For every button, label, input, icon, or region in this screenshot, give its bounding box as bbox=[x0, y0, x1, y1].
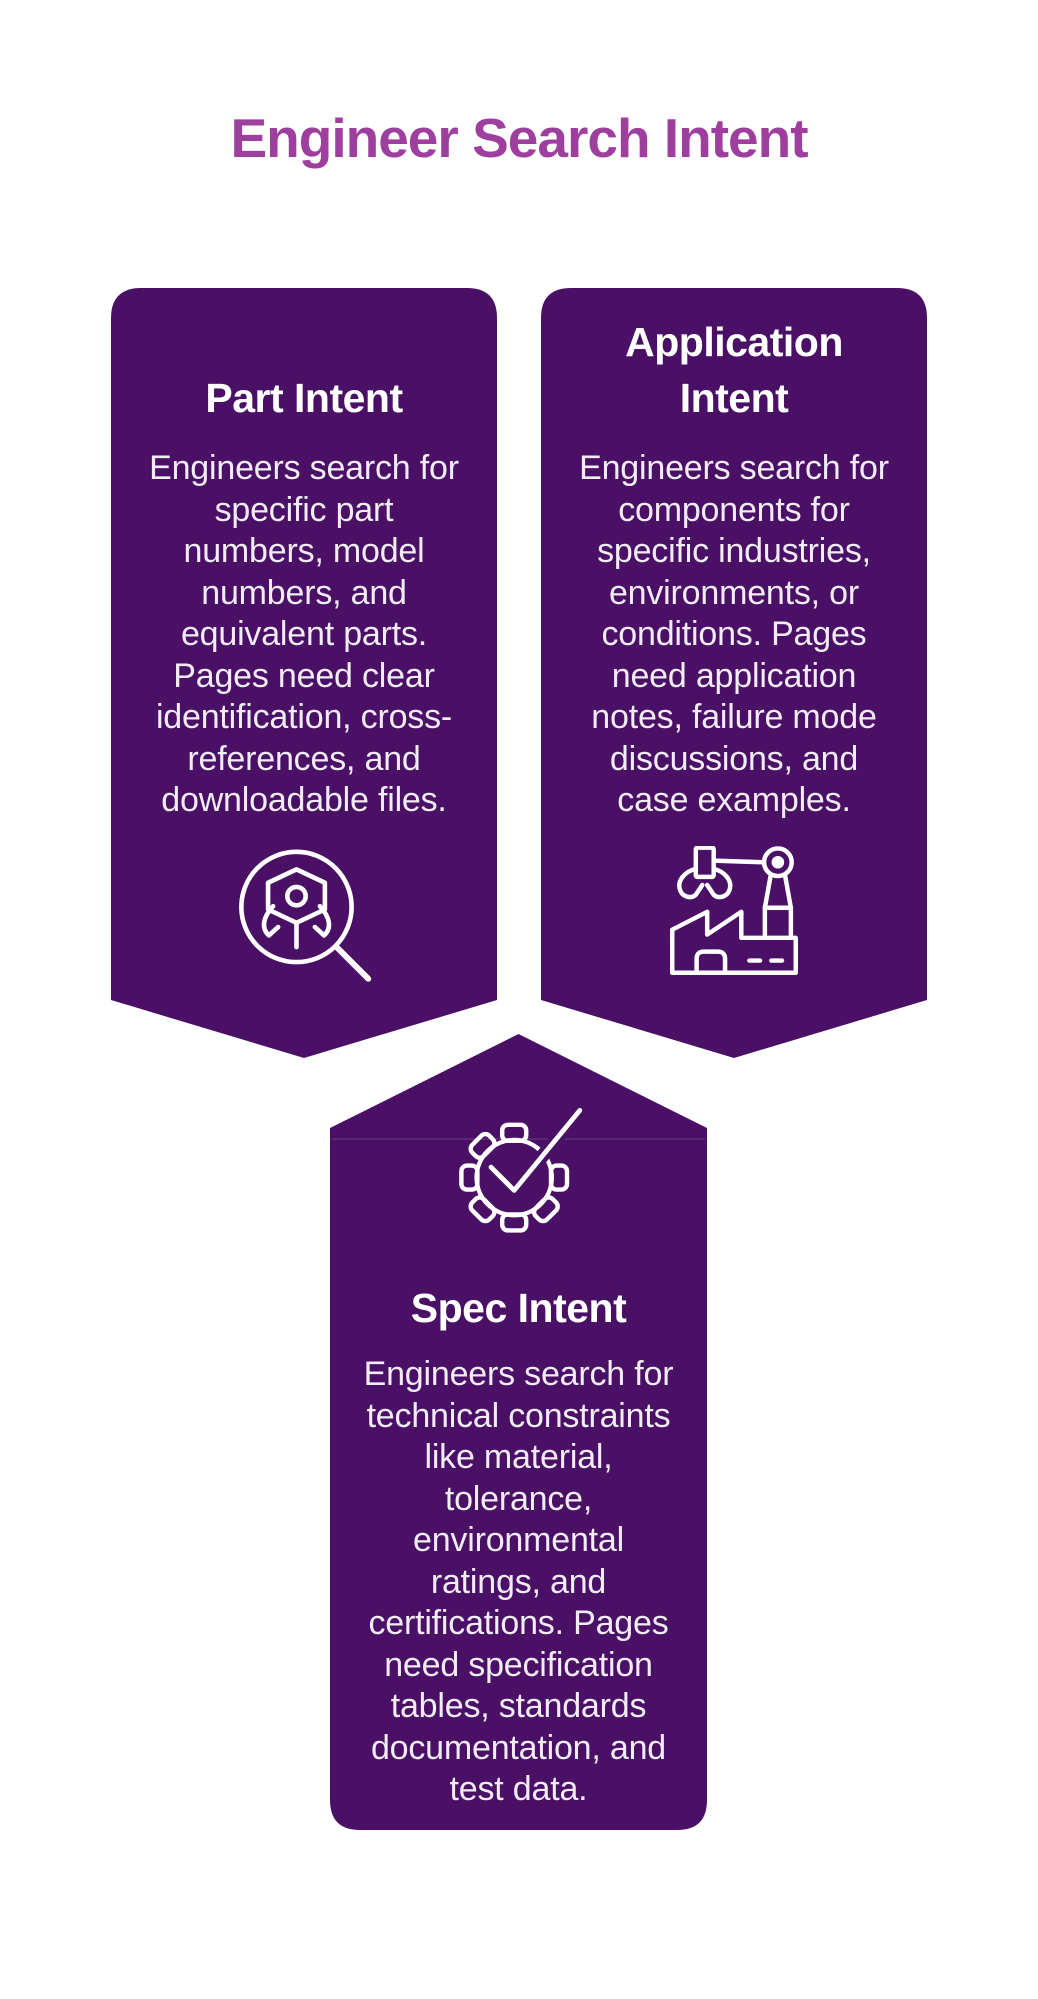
gripper-claw-right bbox=[312, 903, 332, 938]
card-content: Application Intent Engineers search for … bbox=[541, 288, 927, 976]
gear-tooth bbox=[499, 1212, 528, 1233]
card-part-intent: Part Intent Engineers search for specifi… bbox=[111, 288, 497, 1058]
robot-arm bbox=[711, 857, 767, 864]
card-application-intent: Application Intent Engineers search for … bbox=[541, 288, 927, 1058]
gear-tooth bbox=[467, 1195, 497, 1224]
card-heading: Part Intent bbox=[205, 375, 403, 421]
card-content: Part Intent Engineers search for specifi… bbox=[111, 288, 497, 988]
gear-checkmark-icon bbox=[451, 1100, 587, 1240]
magnifier-handle bbox=[333, 943, 372, 982]
gear-tooth bbox=[531, 1195, 560, 1224]
factory-robot-arm-icon bbox=[669, 844, 799, 976]
banner-up-shape bbox=[330, 1034, 707, 1830]
card-body: Engineers search for components for spec… bbox=[579, 449, 889, 819]
gear-tooth bbox=[467, 1131, 497, 1160]
magnifier-part-svg bbox=[239, 849, 372, 982]
card-heading-zone: Part Intent bbox=[205, 288, 403, 426]
robot-claw-left bbox=[677, 866, 705, 899]
gear-tooth bbox=[499, 1122, 528, 1143]
card-heading: Spec Intent bbox=[410, 1285, 627, 1331]
page-title: Engineer Search Intent bbox=[230, 107, 808, 169]
hex-nut-hole bbox=[284, 884, 308, 908]
factory-outline bbox=[670, 909, 798, 975]
pivot-joint-center bbox=[771, 855, 785, 869]
card-content: Spec Intent Engineers search for technic… bbox=[330, 1034, 707, 1811]
factory-svg bbox=[670, 844, 798, 975]
part-search-magnifier-icon bbox=[233, 846, 375, 988]
robot-claw-right bbox=[704, 866, 733, 899]
card-heading-zone: Application Intent bbox=[625, 288, 843, 426]
gear-tooth bbox=[548, 1163, 569, 1192]
magnifier-lens bbox=[239, 849, 354, 964]
gripped-part bbox=[693, 844, 716, 879]
card-spec-intent: Spec Intent Engineers search for technic… bbox=[330, 1034, 707, 1830]
card-body: Engineers search for technical constrain… bbox=[363, 1355, 674, 1808]
gear-tooth bbox=[458, 1163, 480, 1192]
gear-check-svg bbox=[458, 1103, 587, 1233]
banner-down-shape bbox=[111, 288, 497, 1058]
factory-door bbox=[694, 948, 728, 975]
hex-nut bbox=[265, 866, 328, 925]
card-heading: Application Intent bbox=[625, 319, 843, 421]
gripper-claw-left bbox=[261, 903, 281, 938]
banner-down-shape bbox=[541, 288, 927, 1058]
card-body: Engineers search for specific part numbe… bbox=[149, 449, 459, 819]
checkmark bbox=[488, 1108, 582, 1193]
